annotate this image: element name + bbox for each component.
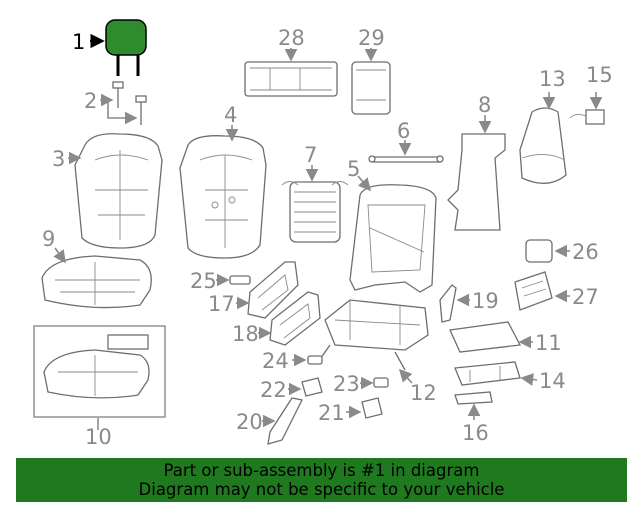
callout-12[interactable]: 12 (410, 381, 437, 405)
parts-diagram: 1 2 3 4 7 5 6 (33, 19, 613, 449)
seat-cushion-part[interactable] (41, 255, 152, 309)
callout-2[interactable]: 2 (84, 89, 97, 113)
seat-back-cover-part[interactable] (74, 133, 163, 249)
clip-part-23[interactable] (373, 377, 389, 388)
callout-24[interactable]: 24 (262, 349, 289, 373)
callout-8[interactable]: 8 (478, 93, 491, 117)
seat-back-foam-part[interactable] (179, 135, 267, 259)
harness-part-16[interactable] (454, 391, 493, 405)
callout-1[interactable]: 1 (72, 30, 85, 54)
callout-7[interactable]: 7 (304, 143, 317, 167)
callout-25[interactable]: 25 (190, 269, 217, 293)
seat-back-frame-part[interactable] (349, 184, 437, 293)
banner-line-2: Diagram may not be specific to your vehi… (138, 480, 505, 499)
cover-part-21[interactable] (361, 397, 383, 419)
headrest-part[interactable] (105, 19, 147, 76)
seat-module-part[interactable] (351, 61, 391, 115)
callout-27[interactable]: 27 (572, 285, 599, 309)
callout-line-14 (520, 373, 538, 386)
callout-20[interactable]: 20 (236, 410, 263, 434)
callout-23[interactable]: 23 (333, 372, 360, 396)
bracket-part-14[interactable] (454, 361, 521, 386)
clip-part-25[interactable] (229, 275, 251, 285)
lumbar-support-part[interactable] (281, 181, 349, 243)
callout-line-2 (100, 99, 134, 119)
callout-6[interactable]: 6 (397, 119, 410, 143)
banner-line-1: Part or sub-assembly is #1 in diagram (163, 461, 480, 480)
callout-13[interactable]: 13 (539, 67, 566, 91)
cushion-assembly-part[interactable] (43, 334, 150, 399)
callout-line-5 (357, 175, 372, 192)
side-shield-part-17[interactable] (247, 261, 299, 319)
callout-line-9 (53, 247, 66, 264)
wire-harness-part[interactable] (569, 109, 605, 125)
control-module-part[interactable] (244, 61, 338, 97)
callout-26[interactable]: 26 (572, 240, 599, 264)
callout-16[interactable]: 16 (462, 421, 489, 445)
headrest-guide-part[interactable] (112, 81, 147, 125)
notice-banner: Part or sub-assembly is #1 in diagram Di… (16, 458, 627, 502)
callout-5[interactable]: 5 (347, 157, 360, 181)
seat-back-panel-part[interactable] (519, 107, 567, 184)
callout-17[interactable]: 17 (208, 292, 235, 316)
callout-18[interactable]: 18 (232, 322, 259, 346)
switch-bezel-part-27[interactable] (514, 271, 553, 311)
trim-part-19[interactable] (439, 284, 457, 323)
callout-9[interactable]: 9 (42, 227, 55, 251)
bracket-part-22[interactable] (301, 377, 323, 397)
callout-14[interactable]: 14 (539, 369, 566, 393)
callout-29[interactable]: 29 (358, 26, 385, 50)
callout-19[interactable]: 19 (472, 289, 499, 313)
panel-part-11[interactable] (449, 321, 522, 353)
seat-track-part[interactable] (317, 299, 429, 371)
callout-line-12 (398, 368, 413, 384)
clip-part-24[interactable] (307, 355, 323, 365)
callout-15[interactable]: 15 (586, 63, 613, 87)
side-shield-part-18[interactable] (269, 291, 321, 346)
callout-11[interactable]: 11 (535, 331, 562, 355)
callout-4[interactable]: 4 (224, 103, 237, 127)
cross-rod-part[interactable] (368, 155, 444, 163)
callout-21[interactable]: 21 (318, 401, 345, 425)
switch-part-26[interactable] (525, 239, 553, 263)
callout-10[interactable]: 10 (85, 425, 112, 449)
callout-22[interactable]: 22 (260, 378, 287, 402)
callout-28[interactable]: 28 (278, 26, 305, 50)
callout-3[interactable]: 3 (52, 147, 65, 171)
back-pad-part[interactable] (447, 133, 506, 231)
trim-part-20[interactable] (267, 397, 303, 445)
